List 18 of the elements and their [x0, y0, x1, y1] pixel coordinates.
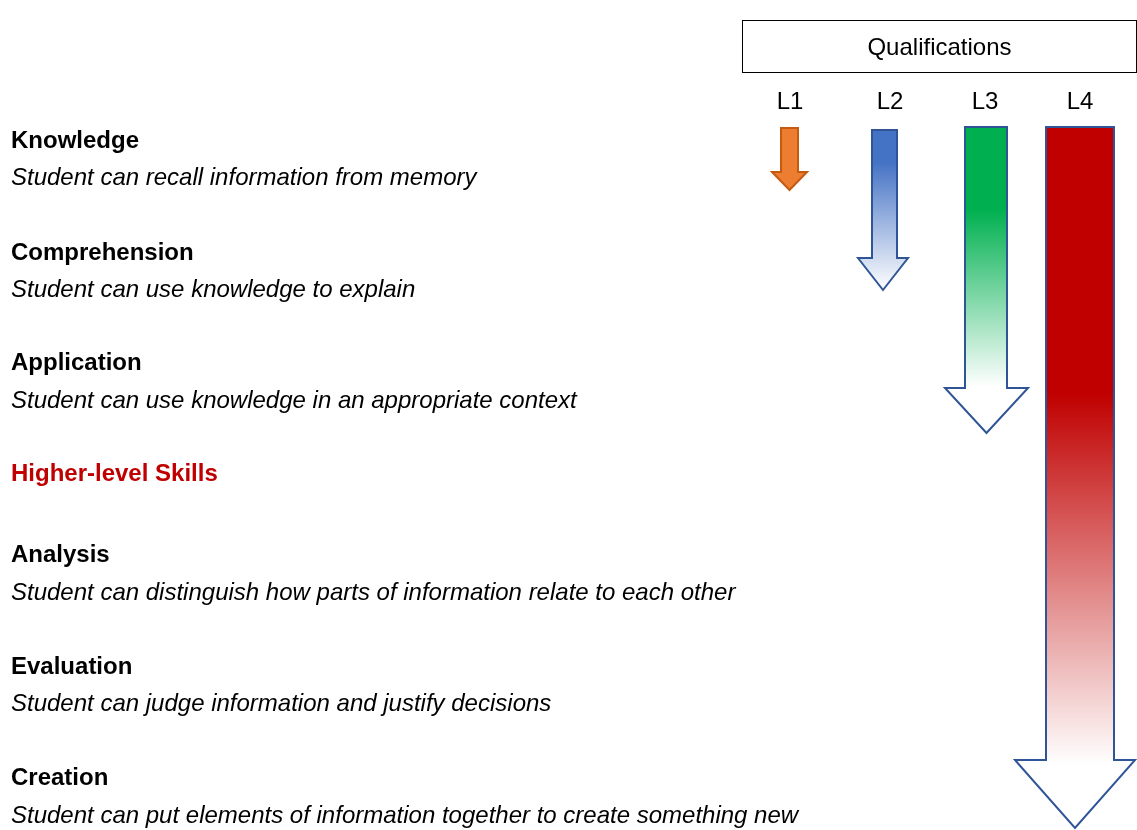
heading: Higher-level Skills	[11, 460, 218, 486]
heading: Knowledge	[11, 127, 139, 153]
description: Student can distinguish how parts of information relate to each other	[11, 579, 736, 605]
description: Student can judge information and justify decisions	[11, 690, 552, 716]
level-label: L1	[775, 88, 805, 114]
heading: Application	[11, 349, 142, 375]
level-label: L3	[970, 88, 1000, 114]
heading: Creation	[11, 764, 109, 790]
level-label: L2	[875, 88, 905, 114]
description: Student can recall information from memory	[11, 164, 477, 190]
description: Student can use knowledge to explain	[11, 276, 416, 302]
description: Student can put elements of information together to create something new	[11, 802, 799, 828]
heading: Comprehension	[11, 239, 194, 265]
heading: Evaluation	[11, 653, 133, 679]
description: Student can use knowledge in an appropriate context	[11, 387, 577, 413]
heading-box: Qualifications	[742, 20, 1137, 73]
heading: Analysis	[11, 541, 110, 567]
level-label: L4	[1065, 88, 1095, 114]
